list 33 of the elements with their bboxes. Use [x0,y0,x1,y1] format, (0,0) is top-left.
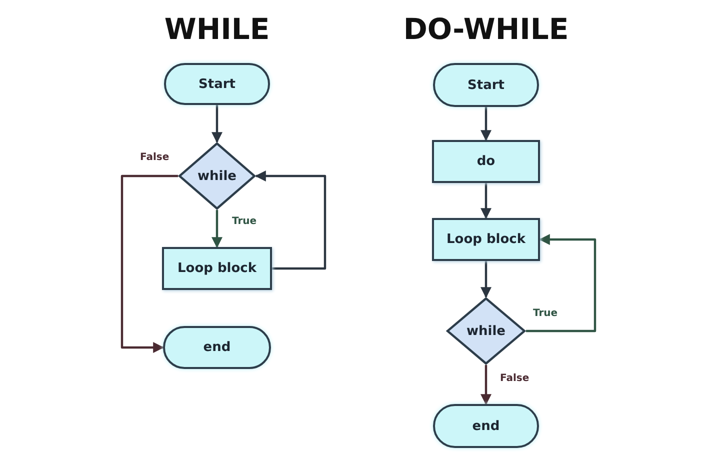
terminal-pill [433,404,539,448]
edge-label: True [232,216,257,227]
arrow [480,107,492,142]
node-label: Start [468,78,504,92]
terminal-pill [433,63,539,107]
node-label: Start [198,76,236,92]
arrow [212,105,222,144]
arrow [120,174,178,353]
heading: DO-WHILE [403,12,569,46]
decision-diamond [178,142,256,210]
arrow [526,234,596,332]
process-box [432,140,540,183]
node-label: end [472,418,500,434]
process-box [162,247,272,290]
terminal-pill [164,63,270,105]
arrow [254,170,326,270]
node-label: while [466,324,506,338]
node-label: Loop block [446,232,526,247]
decision-diamond [446,297,526,365]
edge-label: True [533,308,558,319]
arrow [480,261,492,298]
edge-label: False [140,152,170,163]
node-label: end [203,340,231,355]
node-label: while [198,168,236,184]
edge-label: False [500,373,530,384]
terminal-pill [163,326,271,369]
arrow [480,365,492,406]
arrow [480,183,492,220]
node-label: Loop block [177,261,257,276]
process-box [432,218,540,261]
node-label: do [476,154,496,169]
heading: WHILE [164,12,270,46]
arrow [212,210,222,248]
